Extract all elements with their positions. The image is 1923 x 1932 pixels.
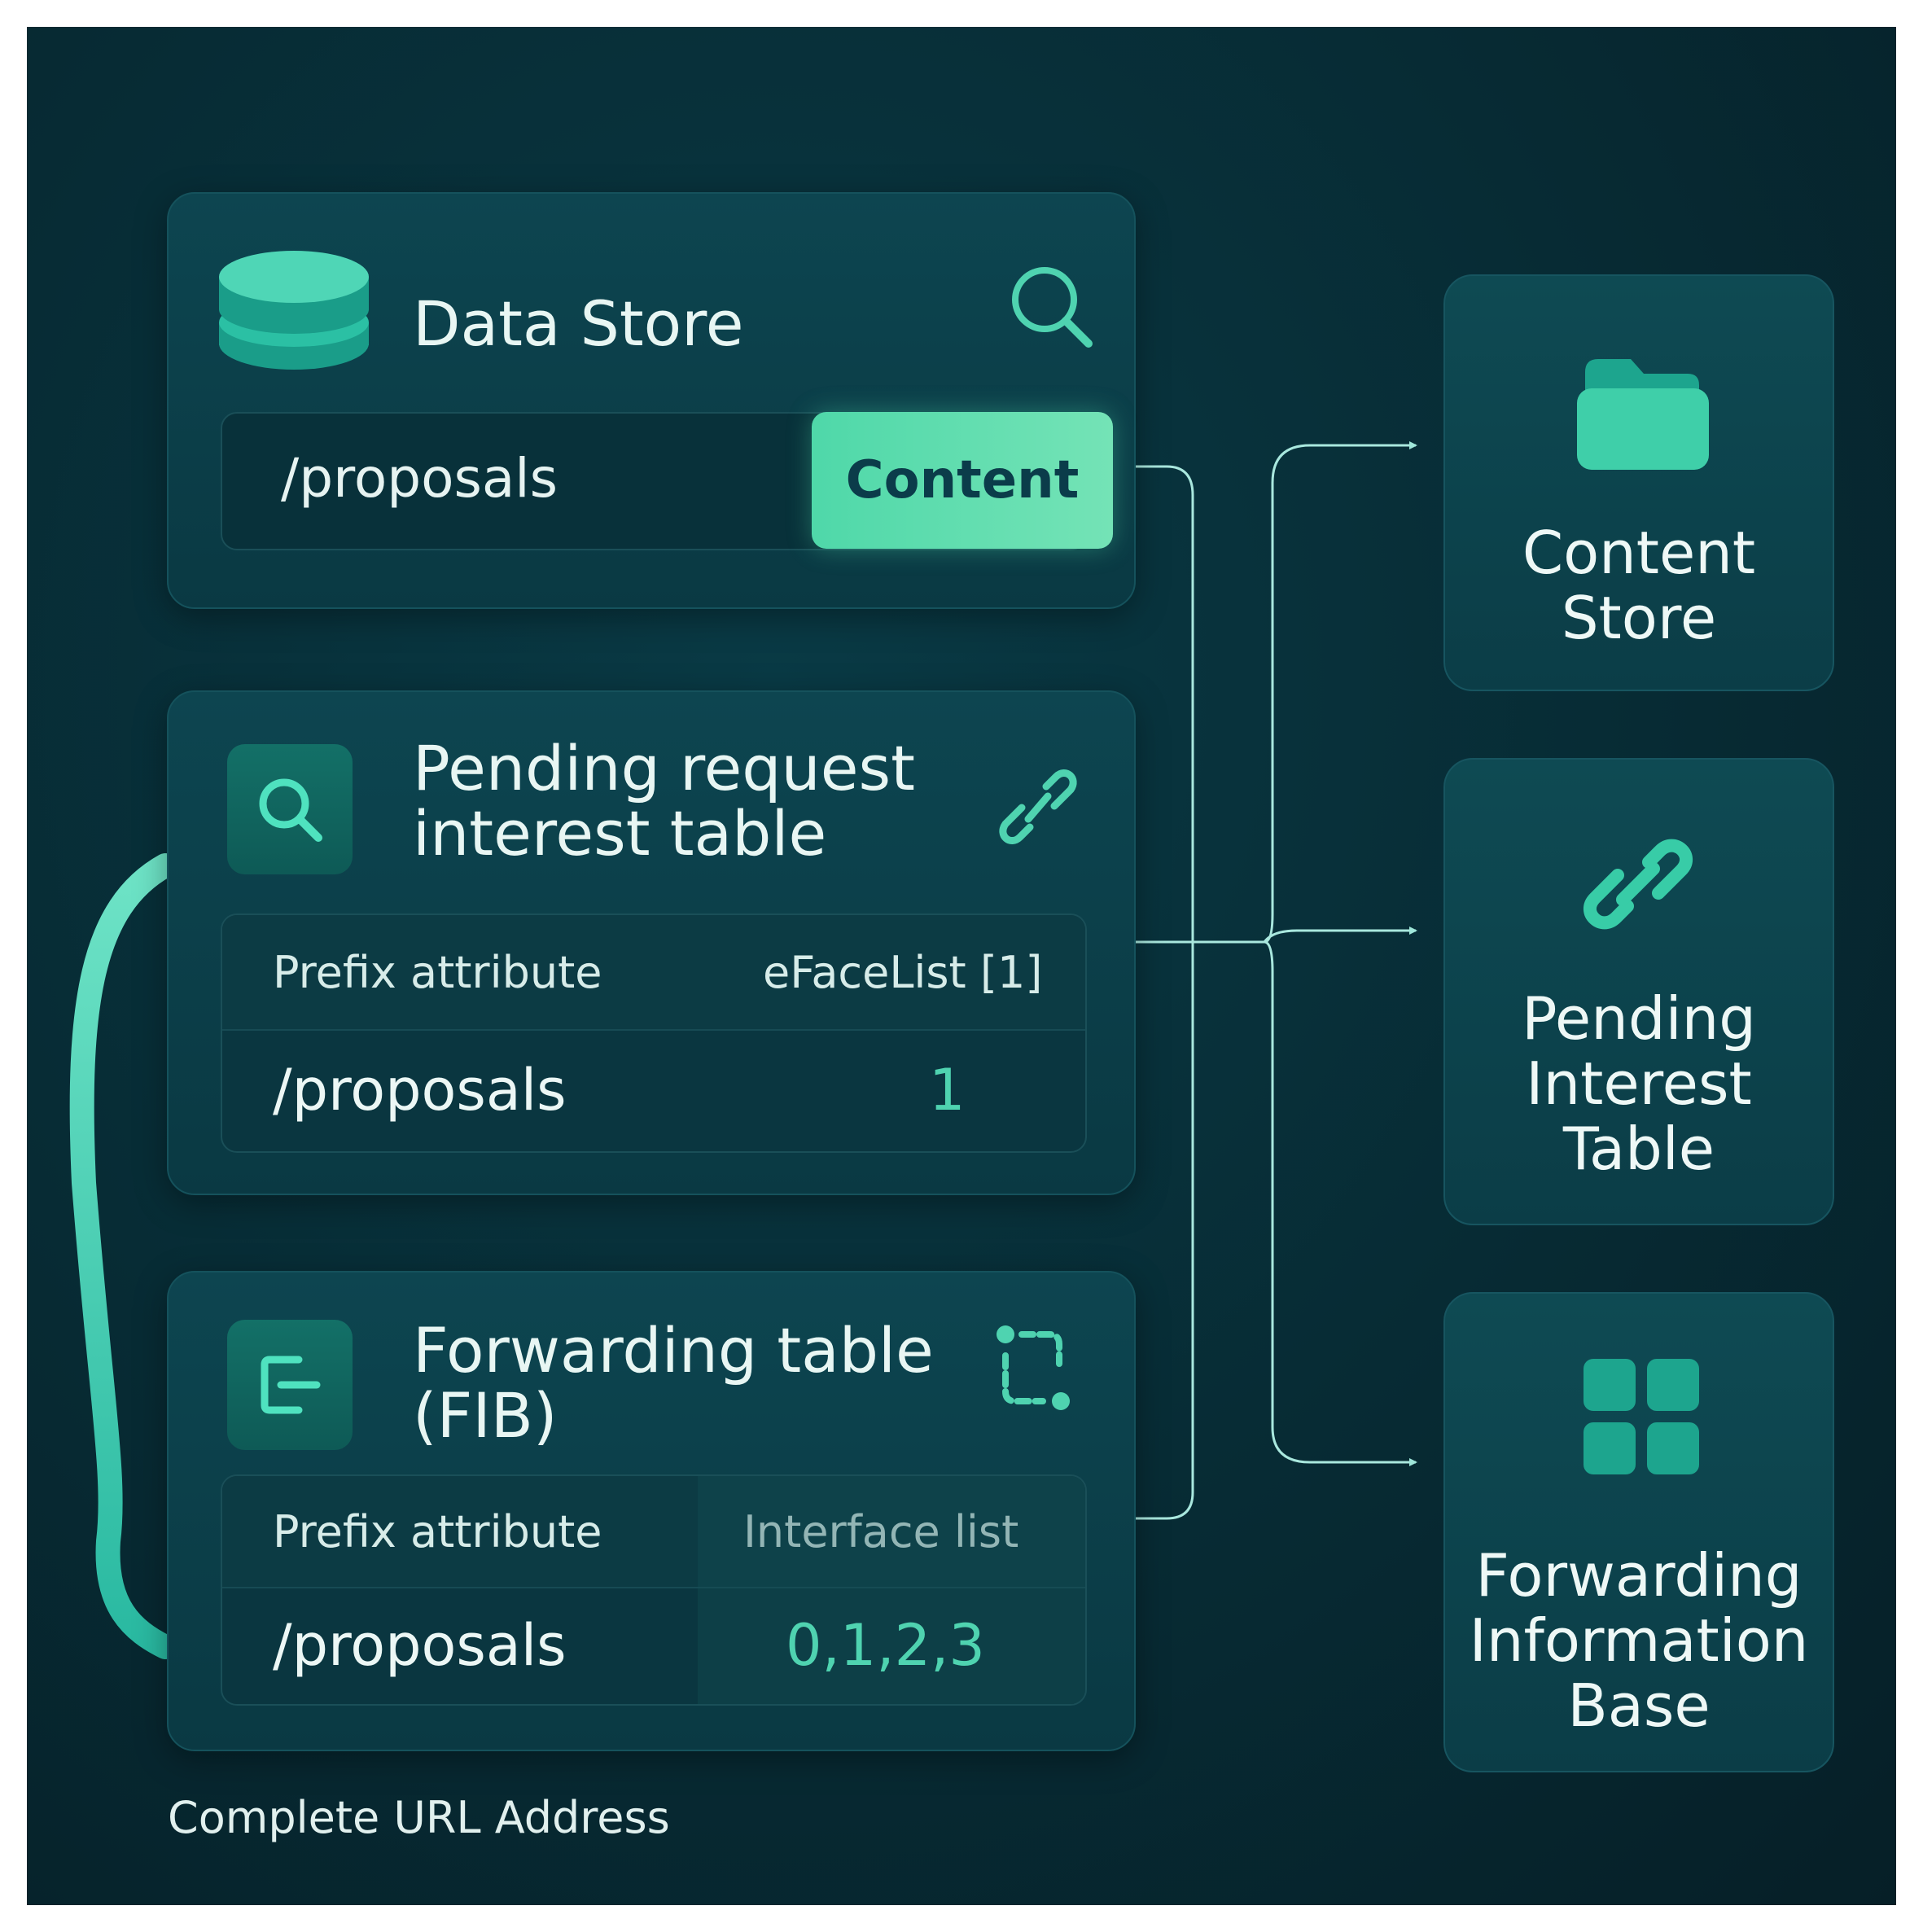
fib-table: Prefix attribute Interface list /proposa… [221,1474,1087,1706]
pit-card: Pending request interest table Prefix at… [167,690,1136,1195]
fib-table-header: Prefix attribute Interface list [222,1476,1085,1588]
connector-lines [69,441,1417,1659]
folder-icon [1577,359,1709,470]
search-icon[interactable] [1007,262,1097,352]
fib-right-column-shade [698,1476,1085,1704]
arrow-to-pit [1263,927,1417,943]
fib-col-prefix: Prefix attribute [273,1505,602,1557]
pit-row-face: 1 [929,1057,966,1124]
link-icon [1584,839,1693,930]
grid-icon [1584,1359,1699,1474]
arrow-to-content-store [1264,441,1417,944]
forwarding-information-base-label: Forwarding Information Base [1469,1541,1809,1740]
pit-tile [227,744,353,874]
database-icon [219,251,369,370]
data-store-prefix: /proposals [281,447,559,510]
content-store-card: Content Store [1443,274,1834,691]
forwarding-information-base-card: Forwarding Information Base [1443,1292,1834,1772]
pit-row-prefix: /proposals [273,1057,567,1124]
pit-title: Pending request interest table [413,732,915,870]
route-icon[interactable] [992,1323,1074,1421]
fib-row-interfaces: 0,1,2,3 [786,1612,985,1679]
pit-col-facelist: eFaceList [1] [763,946,1043,998]
pit-table: Prefix attribute eFaceList [1] /proposal… [221,913,1087,1153]
login-icon [261,1356,321,1414]
pending-interest-table-label: Pending Interest Table [1522,984,1756,1183]
search-icon [259,778,322,842]
footer-caption: Complete URL Address [168,1792,670,1843]
content-store-label: Content Store [1522,519,1756,652]
table-row: /proposals 0,1,2,3 [222,1587,1085,1704]
left-flow-link [69,853,177,1659]
pit-col-prefix: Prefix attribute [273,946,602,998]
bracket-line [1132,465,1194,1520]
table-row: /proposals 1 [222,1029,1085,1151]
fib-title: Forwarding table (FIB) [413,1314,934,1452]
arrow-to-fib [1264,940,1417,1466]
fib-card: Forwarding table (FIB) Prefix attribute … [167,1271,1136,1751]
pending-interest-table-card: Pending Interest Table [1443,758,1834,1225]
fib-row-prefix: /proposals [273,1612,567,1679]
pit-table-header: Prefix attribute eFaceList [1] [222,915,1085,1031]
link-icon[interactable] [997,762,1079,852]
diagram-canvas: Data Store /proposals Content Pending re… [27,27,1896,1905]
data-store-title: Data Store [413,287,744,360]
data-store-card: Data Store /proposals Content [167,192,1136,609]
content-button[interactable]: Content [812,412,1113,549]
fib-col-interface: Interface list [743,1505,1019,1557]
fib-tile [227,1320,353,1450]
